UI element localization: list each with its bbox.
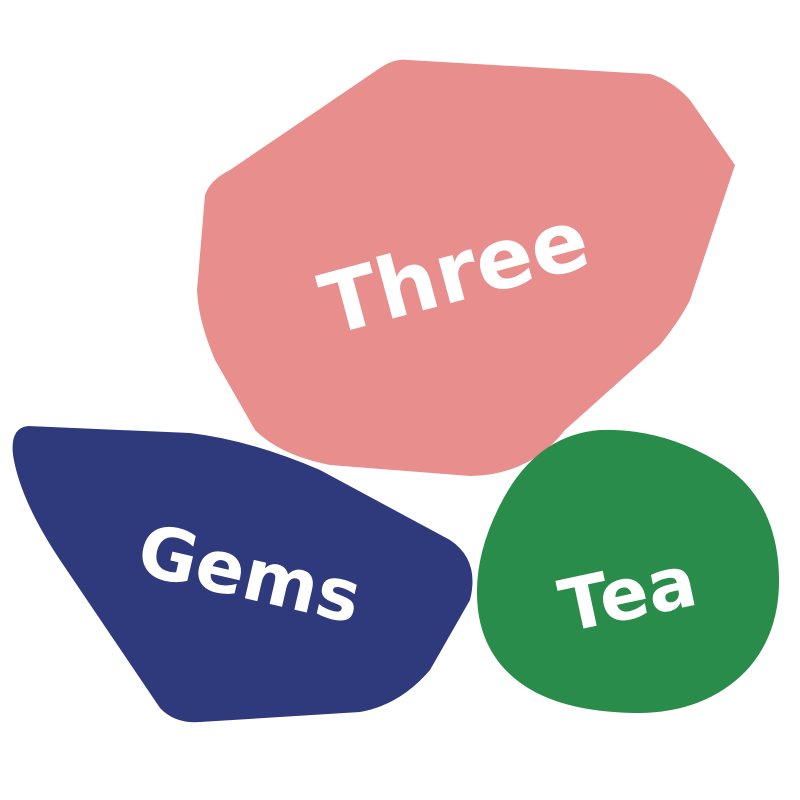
green-stone: [476, 429, 780, 713]
pink-stone: [197, 59, 735, 477]
navy-stone: [12, 426, 473, 723]
